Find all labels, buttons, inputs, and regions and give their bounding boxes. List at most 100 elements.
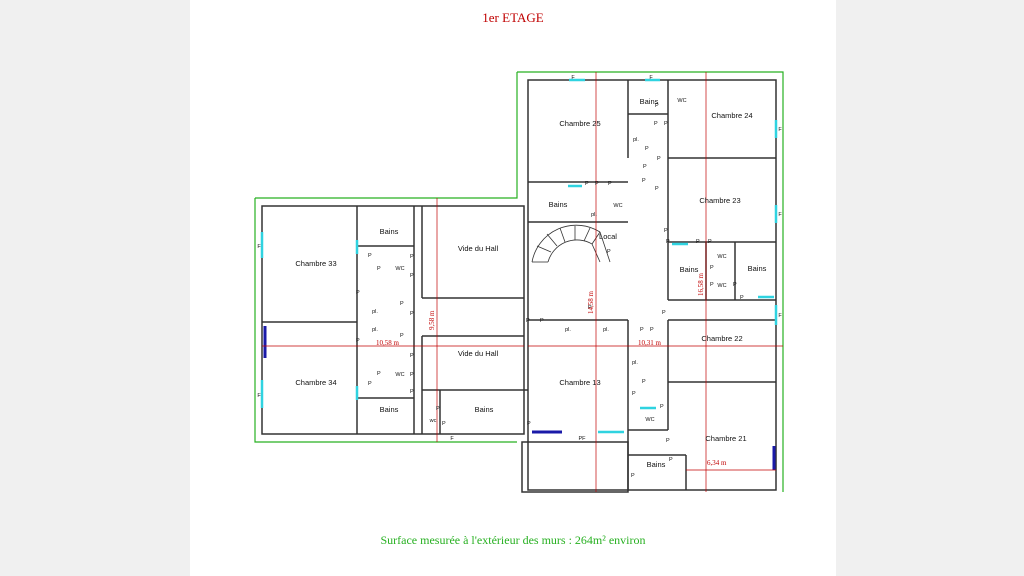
door-label: P — [664, 121, 668, 127]
door-label: P — [585, 181, 589, 187]
door-label: P — [655, 186, 659, 192]
door-label: P — [377, 371, 381, 377]
window-label: F — [778, 313, 782, 319]
door-label: P — [657, 156, 661, 162]
room-label-local: Local — [599, 232, 617, 241]
door-label: P — [410, 273, 414, 279]
door-marks — [263, 326, 776, 470]
door-label: P — [645, 146, 649, 152]
room-label-wc: WC — [395, 266, 404, 272]
door-label: P — [662, 310, 666, 316]
door-p-labels: P P P P P P P P P P P P P P P P P P P P … — [356, 103, 744, 479]
dimension-bottom-width: 6,34 m — [707, 459, 727, 467]
door-label: P — [527, 421, 531, 427]
door-label: P — [740, 295, 744, 301]
door-label: P — [368, 253, 372, 259]
window-label: F — [778, 127, 782, 133]
placard-label: pl. — [565, 327, 571, 333]
room-label-bains: Bains — [640, 97, 659, 106]
room-label-wc: WC — [717, 283, 726, 289]
door-label: P — [710, 282, 714, 288]
dimension-left-width: 10,58 m — [376, 339, 400, 347]
room-label-vide-hall-top: Vide du Hall — [458, 244, 499, 253]
door-label: P — [356, 290, 360, 296]
placard-label: pl. — [372, 309, 378, 315]
window-marks — [260, 78, 778, 434]
door-label: P — [733, 282, 737, 288]
room-label-bains: Bains — [647, 460, 666, 469]
room-label-bains: Bains — [380, 405, 399, 414]
dimension-right-height: 16,58 m — [697, 273, 705, 297]
placard-label: pl. — [591, 212, 597, 218]
room-label-chambre-24: Chambre 24 — [711, 111, 752, 120]
window-label: F — [571, 75, 575, 81]
room-label-bains: Bains — [475, 405, 494, 414]
room-label-chambre-25: Chambre 25 — [559, 119, 600, 128]
door-label: P — [526, 318, 530, 324]
door-label: P — [642, 379, 646, 385]
french-window-label: PF — [578, 436, 586, 442]
dimension-center-height: 14,58 m — [587, 291, 595, 315]
door-label: P — [356, 338, 360, 344]
window-label: F — [649, 75, 653, 81]
door-label: P — [640, 327, 644, 333]
door-label: P — [377, 266, 381, 272]
door-label: P — [708, 239, 712, 245]
room-label-bains: Bains — [748, 264, 767, 273]
staircase — [531, 224, 611, 263]
door-label: P — [368, 381, 372, 387]
room-label-wc: WC — [677, 98, 686, 104]
door-label: P — [410, 353, 414, 359]
door-label: P — [642, 178, 646, 184]
window-label: F — [450, 436, 454, 442]
door-label: P — [643, 164, 647, 170]
door-label: P — [588, 305, 592, 311]
door-label: P — [442, 421, 446, 427]
walls — [261, 79, 777, 493]
placard-label: pl. — [633, 137, 639, 143]
door-label: P — [410, 254, 414, 260]
room-label-bains: Bains — [549, 200, 568, 209]
door-label: P — [595, 181, 599, 187]
room-label-bains: Bains — [680, 265, 699, 274]
room-label-chambre-33: Chambre 33 — [295, 259, 336, 268]
door-label: P — [631, 473, 635, 479]
floor-title: 1er ETAGE — [482, 10, 544, 25]
room-label-chambre-13: Chambre 13 — [559, 378, 600, 387]
placard-label: pl. — [632, 360, 638, 366]
window-label: F — [257, 393, 261, 399]
door-label: P — [400, 333, 404, 339]
door-label: P — [410, 372, 414, 378]
door-label: P — [608, 181, 612, 187]
surface-caption: Surface mesurée à l'extérieur des murs :… — [380, 533, 646, 547]
door-label: P — [410, 311, 414, 317]
door-label: P — [436, 406, 440, 412]
door-label: P — [710, 265, 714, 271]
dimension-lines — [262, 72, 783, 492]
door-label: P — [655, 103, 659, 109]
door-label: P — [632, 391, 636, 397]
door-label: P — [666, 239, 670, 245]
window-label: F — [257, 244, 261, 250]
room-label-wc: WC — [395, 372, 404, 378]
door-label: P — [410, 389, 414, 395]
door-label: P — [400, 301, 404, 307]
door-label: P — [664, 228, 668, 234]
room-label-chambre-22: Chambre 22 — [701, 334, 742, 343]
window-label: F — [778, 212, 782, 218]
room-label-wc: WC — [717, 254, 726, 260]
door-label: P — [696, 239, 700, 245]
dimension-left-height: 9,58 m — [428, 310, 436, 330]
exterior-outline — [254, 71, 784, 492]
door-label: P — [654, 121, 658, 127]
door-label: P — [666, 438, 670, 444]
room-label-wc: WC — [645, 417, 654, 423]
door-label: P — [607, 249, 611, 255]
placard-label: pl. — [603, 327, 609, 333]
room-label-bains: Bains — [380, 227, 399, 236]
room-label-wc: wc — [429, 418, 437, 424]
door-label: P — [650, 327, 654, 333]
placard-label: pl. — [372, 327, 378, 333]
room-label-wc: WC — [613, 203, 622, 209]
